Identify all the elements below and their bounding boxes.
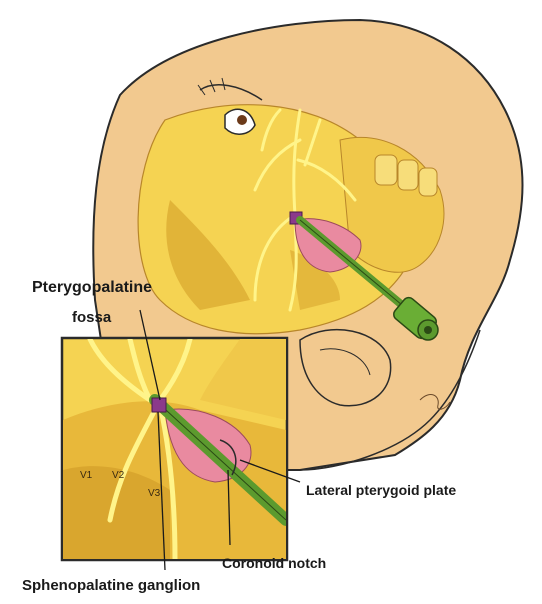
label-fossa: fossa	[72, 309, 112, 326]
label-v3: V3	[148, 488, 161, 499]
label-coronoid-notch: Coronoid notch	[222, 555, 326, 571]
inset-panel: V1 V2 V3	[62, 338, 287, 560]
label-lateral-pterygoid-plate: Lateral pterygoid plate	[306, 482, 456, 498]
label-sphenopalatine-ganglion: Sphenopalatine ganglion	[22, 577, 200, 594]
label-pterygopalatine: Pterygopalatine	[32, 279, 152, 296]
label-v2: V2	[112, 470, 125, 481]
label-v1: V1	[80, 470, 93, 481]
